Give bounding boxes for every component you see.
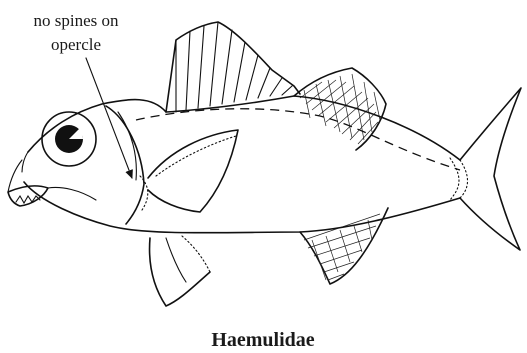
caption: Haemulidae	[211, 329, 314, 351]
fish-body	[24, 96, 460, 233]
pelvic-fin	[150, 236, 210, 306]
pectoral-fin	[148, 130, 238, 212]
annotation-line-2: opercle	[51, 35, 101, 54]
caudal-fin	[460, 88, 521, 250]
annotation-arrow	[86, 58, 132, 178]
annotation-line-1: no spines on	[34, 11, 120, 30]
lateral-line	[136, 109, 460, 170]
soft-dorsal-fin	[294, 68, 386, 150]
anal-fin	[300, 208, 388, 284]
